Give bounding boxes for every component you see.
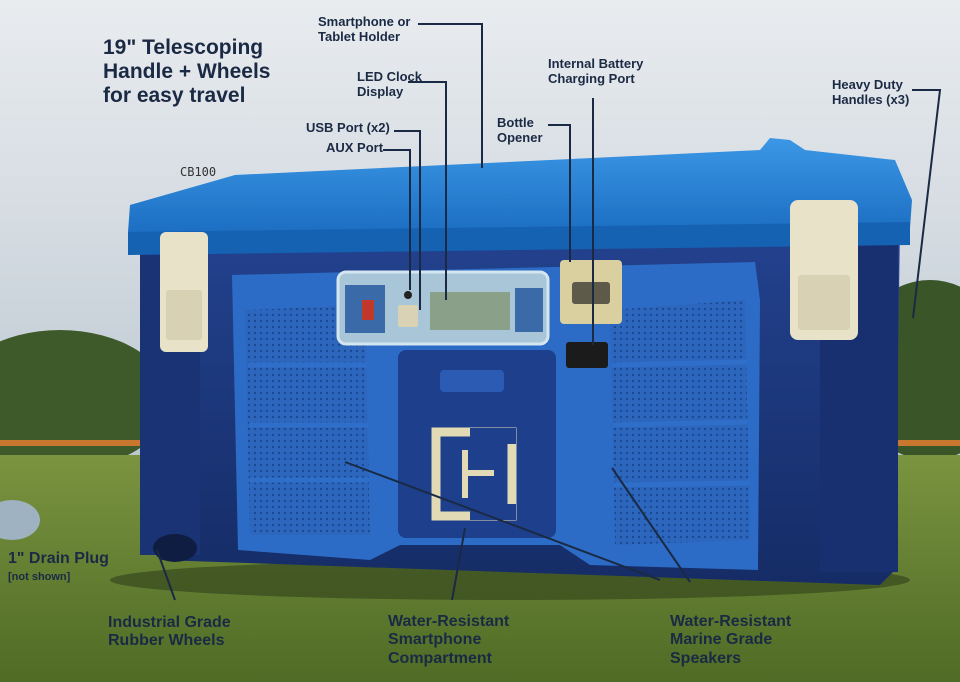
callout-usb-port: USB Port (x2): [306, 120, 390, 135]
callout-speakers: Water-Resistant Marine Grade Speakers: [670, 613, 792, 667]
callout-aux-port: AUX Port: [326, 140, 384, 155]
leader-wheels: [156, 549, 176, 601]
callout-heavy-handles: Heavy Duty Handles (x3): [832, 77, 910, 107]
leader-speaker-right: [611, 467, 691, 583]
callout-bottle-opener: Bottle Opener: [497, 115, 543, 145]
leader-bottle: [548, 124, 571, 262]
aux-port: [404, 291, 412, 299]
leader-aux: [383, 149, 411, 290]
control-panel: [336, 270, 550, 346]
callout-led-clock: LED Clock Display: [357, 69, 423, 99]
callout-battery-port: Internal Battery Charging Port: [548, 56, 644, 86]
callout-telescoping-handle: 19" Telescoping Handle + Wheels for easy…: [103, 36, 271, 108]
callout-drain-plug-note: [not shown]: [8, 571, 71, 583]
callout-phone-holder: Smartphone or Tablet Holder: [318, 14, 411, 44]
latch-left: [160, 232, 208, 352]
bottle-opener: [560, 260, 622, 324]
phone-compartment: [398, 350, 556, 538]
leader-phone-holder: [418, 23, 483, 168]
rubber-wheel: [153, 534, 197, 562]
trees-left: [0, 330, 170, 470]
charging-port: [566, 342, 608, 368]
leader-compartment: [451, 527, 466, 601]
leader-speaker-left: [344, 461, 661, 581]
speaker-right: [610, 300, 750, 545]
cooler-lid: [128, 138, 912, 238]
leader-handles: [912, 89, 942, 319]
latch-right: [790, 200, 858, 340]
speaker-left: [245, 305, 370, 535]
callout-compartment: Water-Resistant Smartphone Compartment: [388, 613, 510, 667]
leader-lines: [156, 23, 942, 601]
led-clock-display: [430, 292, 510, 330]
callout-wheels: Industrial Grade Rubber Wheels: [108, 614, 231, 650]
leader-usb: [394, 130, 421, 310]
model-number: CB100: [180, 165, 217, 179]
ball: [0, 500, 40, 540]
usb-port: [398, 305, 418, 327]
brand-logo: [431, 427, 517, 521]
lid-rim: [128, 222, 910, 255]
leader-led-clock: [408, 81, 447, 300]
callout-drain-plug: 1" Drain Plug: [8, 550, 109, 567]
